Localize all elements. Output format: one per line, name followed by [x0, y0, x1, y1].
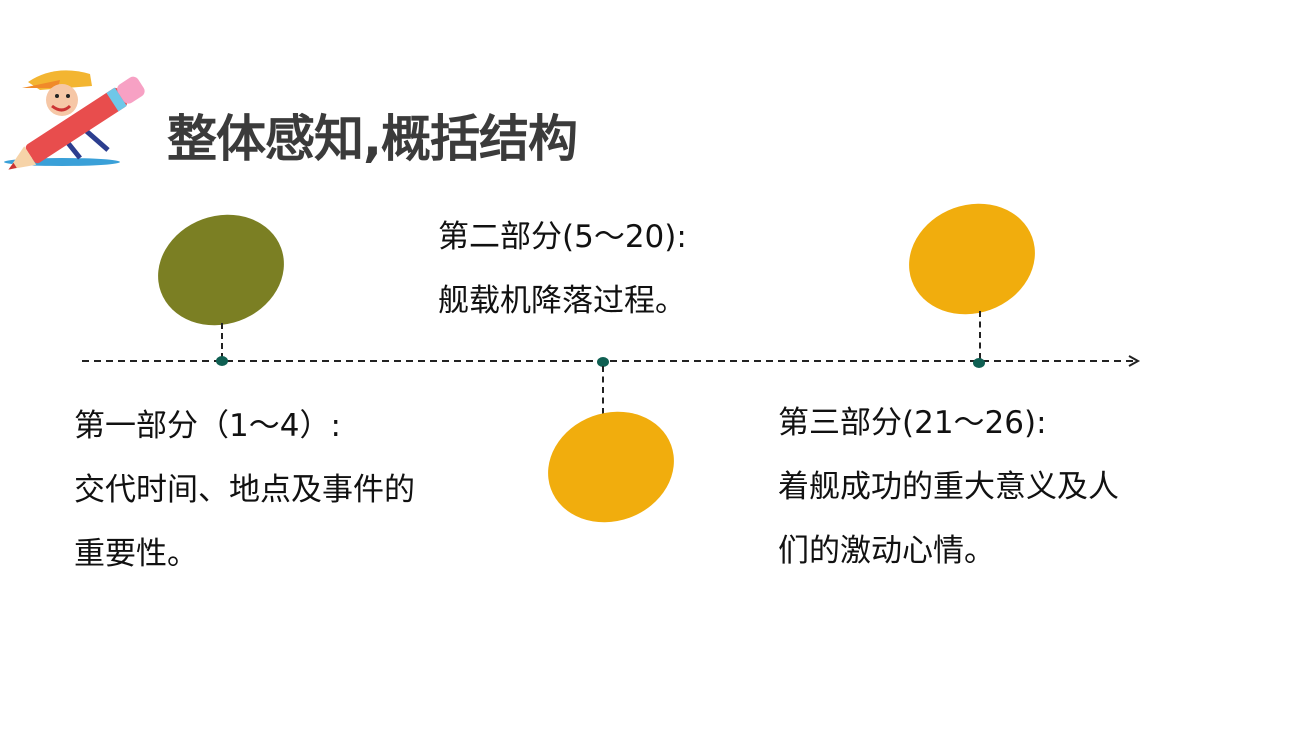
part-heading: 第一部分（1～4）: [74, 408, 341, 444]
boy-with-pencil-icon [0, 62, 160, 174]
amber-ellipse-marker [532, 394, 690, 540]
timeline-axis [82, 355, 1141, 367]
olive-ellipse-marker [142, 197, 300, 343]
connector-line [979, 311, 981, 359]
connector-line [221, 323, 223, 359]
part-three-block: 第三部分(21～26): 着舰成功的重大意义及人 们的激动心情。 [778, 391, 1119, 583]
part-one-block: 第一部分（1～4）: 交代时间、地点及事件的 重要性。 [74, 394, 415, 586]
amber-ellipse-marker [893, 186, 1051, 332]
part-text: 着舰成功的重大意义及人 [778, 469, 1119, 505]
page-title: 整体感知,概括结构 [167, 110, 578, 168]
timeline-dot [973, 358, 985, 368]
timeline-dot [216, 356, 228, 366]
part-text: 舰载机降落过程。 [438, 283, 686, 319]
connector-line [602, 366, 604, 414]
arrow-right-icon [1128, 355, 1141, 367]
part-text: 重要性。 [74, 536, 198, 572]
timeline-dot [597, 357, 609, 367]
part-text: 交代时间、地点及事件的 [74, 472, 415, 508]
part-two-block: 第二部分(5～20): 舰载机降落过程。 [438, 205, 687, 333]
part-heading: 第三部分(21～26): [778, 405, 1047, 441]
part-heading: 第二部分(5～20): [438, 219, 687, 255]
part-text: 们的激动心情。 [778, 533, 995, 569]
